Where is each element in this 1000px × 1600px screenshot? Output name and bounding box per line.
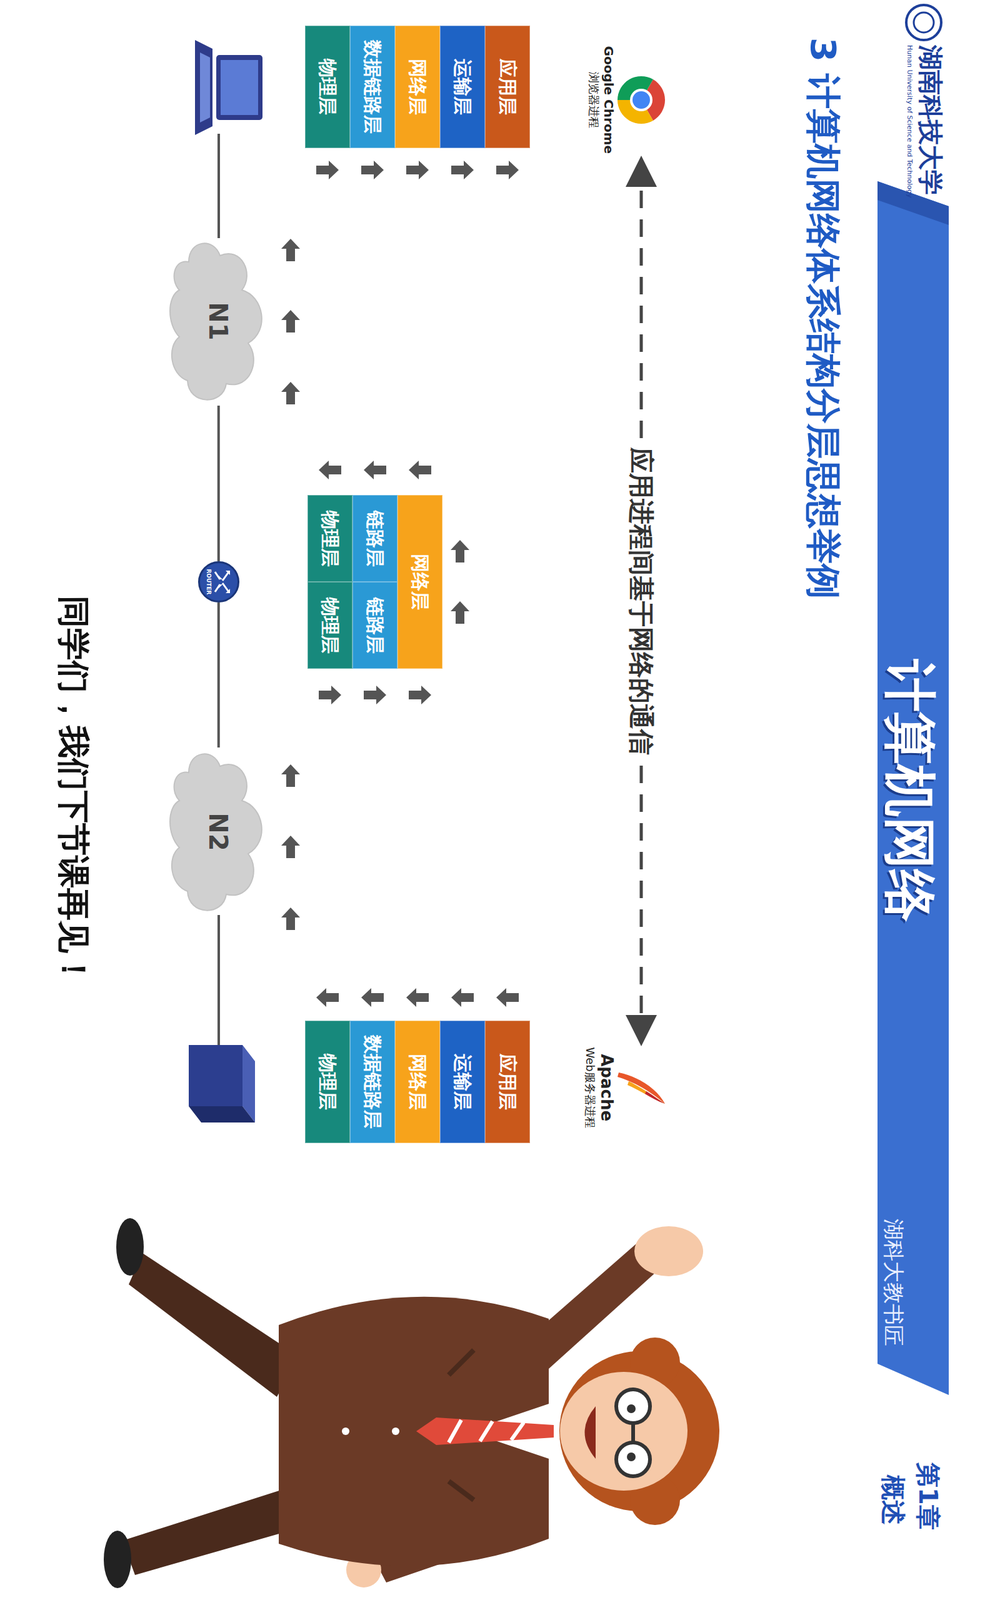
edge-label: 应用进程间基于网络的通信	[623, 438, 660, 764]
node-text: 物理层	[315, 58, 341, 115]
link-line	[217, 915, 220, 1045]
node-text: 运输层	[450, 58, 476, 115]
layer-box: 物理层	[307, 495, 353, 582]
slide-heading: 3 计算机网络体系结构分层思想举例	[798, 37, 847, 599]
link-line	[217, 133, 220, 239]
node-text: 应用层	[495, 1053, 521, 1110]
node-text: 数据链路层	[360, 1035, 386, 1129]
node-text: 运输层	[450, 1053, 476, 1110]
apache-icon	[616, 1062, 667, 1113]
node-text: 物理层	[317, 510, 344, 567]
layer-box: 网络层	[395, 1020, 440, 1144]
network-cloud: N1	[166, 236, 270, 406]
layer-box: 应用层	[485, 1020, 530, 1144]
router-node: ROUTER	[198, 561, 240, 603]
layer-box: 运输层	[440, 25, 485, 149]
layer-box: 物理层	[307, 581, 353, 669]
watermark: 湖科大教书匠	[878, 1218, 908, 1347]
course-title: 计算机网络	[873, 659, 945, 922]
node-text: 网络层	[405, 1053, 431, 1110]
network-cloud: N2	[166, 747, 270, 917]
node-text: 链路层	[362, 597, 389, 654]
logo-name: 湖南科技大学	[913, 45, 948, 195]
node-text: 应用层	[495, 58, 521, 115]
node-text: 物理层	[317, 597, 344, 654]
presenter-figure	[103, 1218, 720, 1589]
chrome-icon	[616, 75, 667, 125]
node-text: N2	[204, 812, 234, 851]
node-text: Web服务器进程	[582, 1047, 598, 1129]
slide: 3 计算机网络体系结构分层思想举例同学们，我们下节课再见！ 湖南科技大学Hunan…	[50, 0, 949, 1600]
subtitle-caption: 同学们，我们下节课再见！	[51, 595, 95, 986]
layer-box: 网络层	[395, 25, 440, 149]
process-node: ApacheWeb服务器进程	[582, 1045, 667, 1131]
layer-box: 数据链路层	[350, 25, 395, 149]
layer-box: 网络层	[397, 495, 443, 669]
flow-arrows	[281, 160, 519, 1007]
logo-emblem	[913, 12, 934, 33]
node-text: 数据链路层	[360, 40, 386, 134]
layer-box: 链路层	[352, 581, 398, 669]
laptop-icon	[195, 40, 263, 135]
logo-english: Hunan University of Science and Technolo…	[905, 45, 914, 198]
node-text: ROUTER	[205, 563, 212, 601]
layer-box: 物理层	[305, 25, 350, 149]
process-node: Google Chrome浏览器进程	[586, 43, 667, 157]
connector	[217, 602, 220, 748]
layer-box: 数据链路层	[350, 1020, 395, 1144]
node-text: 物理层	[315, 1053, 341, 1110]
chapter-number: 第1章	[910, 1462, 945, 1530]
layer-box: 链路层	[352, 495, 398, 582]
logo-emblem	[906, 5, 942, 40]
node-text: 链路层	[362, 510, 389, 567]
layer-box: 运输层	[440, 1020, 485, 1144]
node-text: Apache	[597, 1047, 617, 1129]
server-icon	[188, 1045, 255, 1123]
node-text: 网络层	[405, 58, 431, 115]
connector	[217, 405, 220, 562]
layer-box: 应用层	[485, 25, 530, 149]
layer-box: 物理层	[305, 1020, 350, 1144]
chapter-name: 概述	[875, 1475, 910, 1525]
node-text: Google Chrome	[601, 46, 617, 155]
node-text: 浏览器进程	[586, 46, 602, 155]
node-text: 网络层	[407, 553, 434, 610]
node-text: N1	[204, 301, 234, 340]
